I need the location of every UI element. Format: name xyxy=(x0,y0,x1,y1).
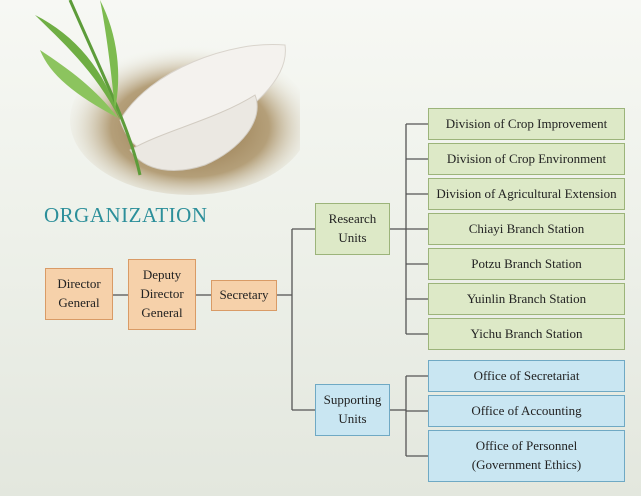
research-unit-chiayi-branch: Chiayi Branch Station xyxy=(428,213,625,245)
research-units-box: Research Units xyxy=(315,203,390,255)
support-unit-personnel: Office of Personnel (Government Ethics) xyxy=(428,430,625,482)
research-unit-yuinlin-branch: Yuinlin Branch Station xyxy=(428,283,625,315)
support-unit-accounting: Office of Accounting xyxy=(428,395,625,427)
page-title: ORGANIZATION xyxy=(44,203,208,227)
seedling-leaf-right xyxy=(100,0,119,110)
seedling-leaf-small xyxy=(40,50,118,118)
seedling-hands-photo xyxy=(35,0,300,195)
support-unit-secretariat: Office of Secretariat xyxy=(428,360,625,392)
secretary-box: Secretary xyxy=(211,280,277,311)
director-general-box: Director General xyxy=(45,268,113,320)
hand-shape-lower xyxy=(129,94,258,171)
deputy-director-general-box: Deputy Director General xyxy=(128,259,196,330)
research-unit-agricultural-extension: Division of Agricultural Extension xyxy=(428,178,625,210)
research-unit-potzu-branch: Potzu Branch Station xyxy=(428,248,625,280)
research-unit-crop-improvement: Division of Crop Improvement xyxy=(428,108,625,140)
supporting-units-box: Supporting Units xyxy=(315,384,390,436)
research-unit-crop-environment: Division of Crop Environment xyxy=(428,143,625,175)
research-unit-yichu-branch: Yichu Branch Station xyxy=(428,318,625,350)
